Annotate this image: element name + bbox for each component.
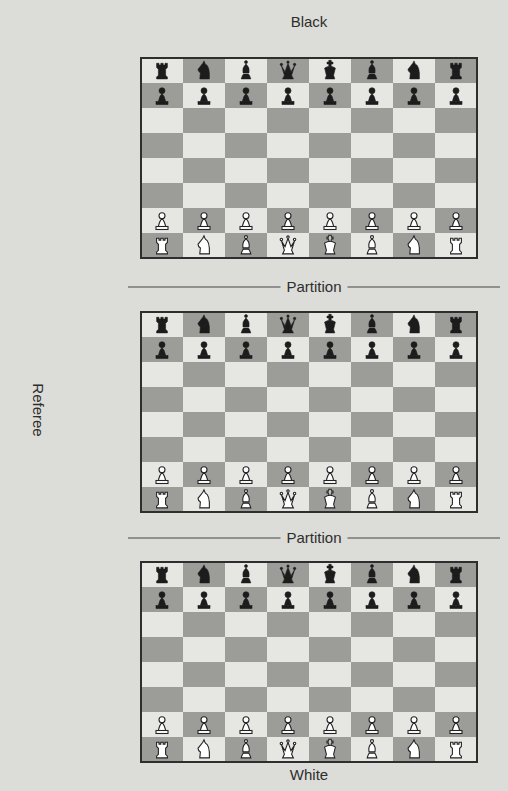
partition-label: Partition bbox=[280, 278, 347, 296]
black-view-board bbox=[141, 58, 477, 258]
referee-board bbox=[141, 312, 477, 512]
player-label: White bbox=[290, 766, 328, 784]
partition-label: Partition bbox=[280, 529, 347, 547]
white-view-board bbox=[141, 562, 477, 762]
referee-label: Referee bbox=[29, 383, 47, 436]
player-label: Black bbox=[291, 13, 328, 31]
